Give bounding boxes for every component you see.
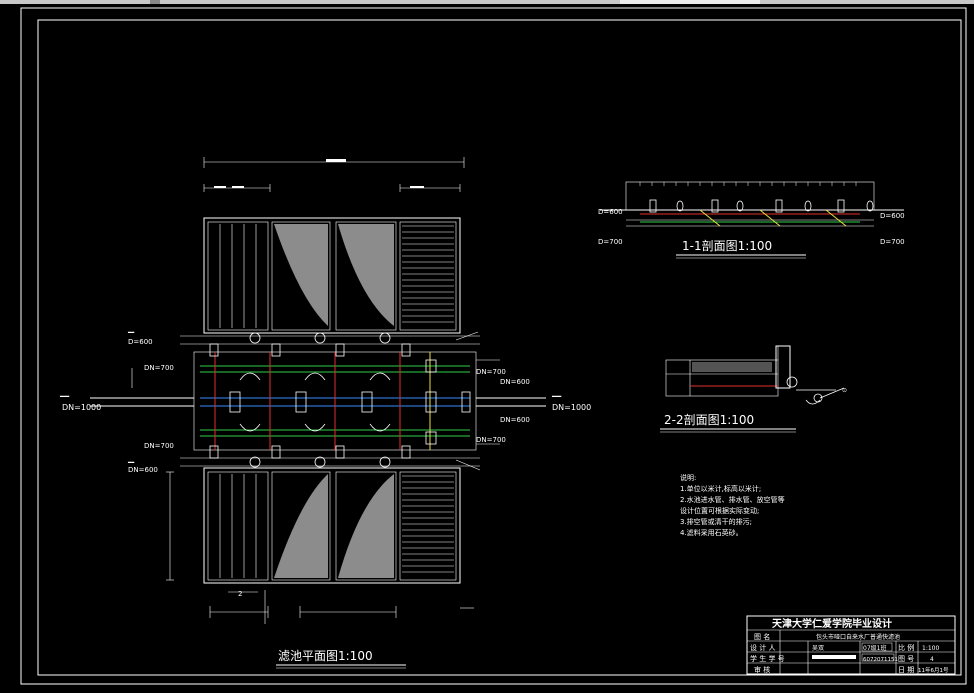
section-2-2: ⊙ 2-2剖面图1:100: [660, 345, 847, 433]
svg-text:▂▂: ▂▂: [127, 328, 135, 333]
note-line-5: 4.滤料采用石英砂。: [680, 528, 743, 537]
tb-date-label: 日 期: [898, 666, 914, 674]
right-outlet-label: DN=1000: [552, 403, 591, 412]
plan-view: DN=1000 ▂▂▂ DN=1000 ▂▂▂ D=600 ▂▂ DN=600 …: [59, 157, 591, 669]
tb-row4-label: 审 核: [754, 665, 770, 674]
notes-block: 说明: 1.单位以米计,标高以米计; 2.水池进水管、排水管、放空管等 设计位置…: [680, 473, 785, 537]
tb-row2-label: 设 计 人: [750, 643, 775, 652]
notes-heading: 说明:: [680, 473, 696, 482]
bottom-left-pipe-label: DN=600: [128, 466, 158, 474]
svg-text:▂▂▂: ▂▂▂: [551, 392, 562, 397]
s11-right-label1: D=600: [880, 212, 905, 220]
s11-left-label2: D=700: [598, 238, 623, 246]
title-block: 天津大学仁爱学院毕业设计 图 名 包头市哑口自来水厂普通快滤池 设 计 人 吴双…: [746, 615, 956, 675]
svg-text:▂▂: ▂▂: [127, 458, 135, 463]
left-inlet-label: DN=1000: [62, 403, 101, 412]
tb-designer-name: 吴双: [812, 645, 824, 652]
tb-drawing-name: 包头市哑口自来水厂普通快滤池: [816, 633, 900, 641]
note-line-4: 3.排空管或清干的排污;: [680, 517, 752, 526]
tb-redacted-bar: [812, 655, 856, 659]
left-mid-bot-label: DN=700: [144, 442, 174, 450]
tb-date: 11年6月1号: [918, 666, 949, 674]
s11-right-label2: D=700: [880, 238, 905, 246]
tb-drawing-no: 4: [930, 656, 934, 663]
top-left-pipe-label: D=600: [128, 338, 153, 346]
tb-class: 07级1班: [863, 644, 886, 652]
svg-text:⊙: ⊙: [842, 387, 847, 394]
tb-student-id: 6072071151: [863, 657, 898, 663]
plan-title: 滤池平面图1:100: [278, 649, 373, 663]
s22-title: 2-2剖面图1:100: [664, 413, 754, 427]
s11-left-label1: D=600: [598, 208, 623, 216]
school-title: 天津大学仁爱学院毕业设计: [772, 617, 892, 630]
section-mark: 2: [238, 590, 242, 598]
inner-frame: [37, 19, 962, 676]
tb-row1-label: 图 名: [754, 632, 770, 641]
right-mid1-label: DN=600: [500, 378, 530, 386]
s11-title: 1-1剖面图1:100: [682, 239, 772, 253]
right-bot-label: DN=700: [476, 436, 506, 444]
right-top-label: DN=700: [476, 368, 506, 376]
right-mid2-label: DN=600: [500, 416, 530, 424]
tb-row3-label: 学 生 学 号: [750, 654, 785, 663]
window-top-strip: [0, 0, 974, 4]
tb-scale-label: 比 例: [898, 643, 914, 652]
outer-frame: [20, 7, 967, 685]
tb-drawing-no-label: 图 号: [898, 655, 914, 663]
svg-text:▂▂▂: ▂▂▂: [59, 392, 70, 397]
window-tab-stub[interactable]: [150, 0, 160, 4]
tb-scale: 1:100: [922, 645, 939, 652]
note-line-1: 1.单位以米计,标高以米计;: [680, 484, 761, 493]
window-toolbar-stub: [620, 0, 760, 4]
note-line-3: 设计位置可根据实际变动;: [680, 506, 759, 515]
note-line-2: 2.水池进水管、排水管、放空管等: [680, 495, 785, 504]
section-1-1: D=600 D=700 D=600 D=700 1-1剖面图1:100: [598, 181, 905, 259]
left-mid-top-label: DN=700: [144, 364, 174, 372]
